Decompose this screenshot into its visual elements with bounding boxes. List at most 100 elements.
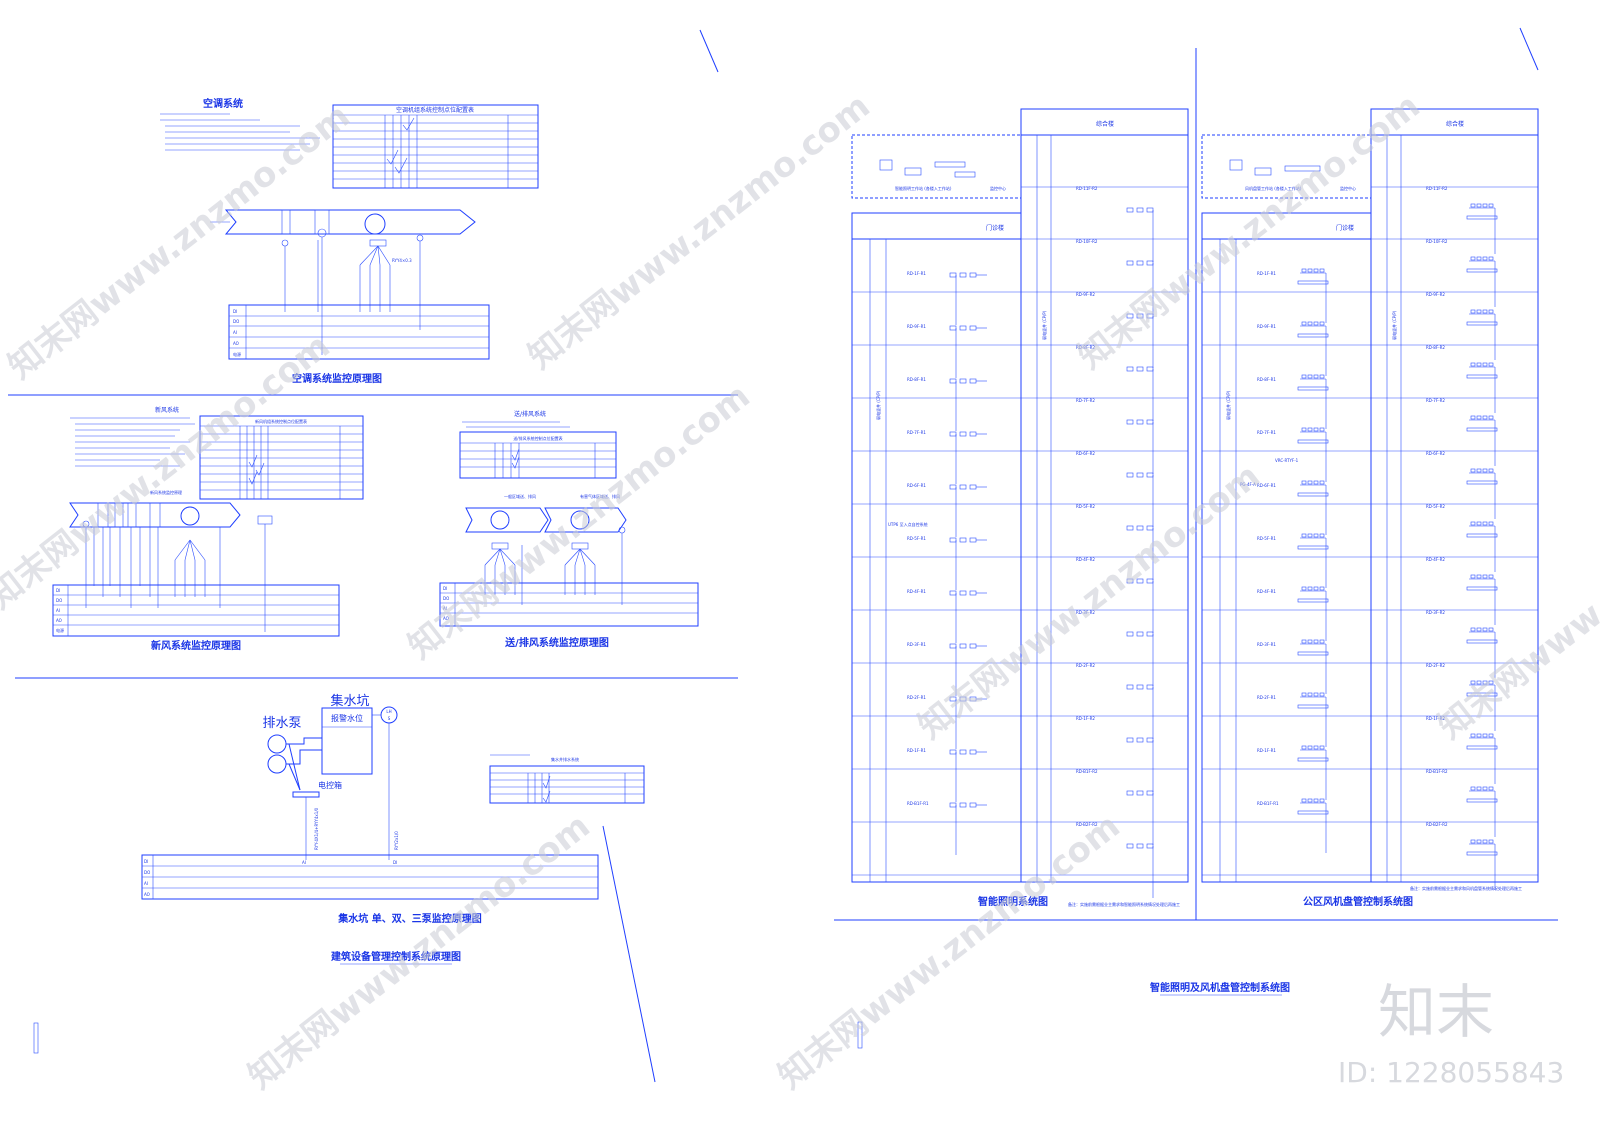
lighting-clinic-floor-label: RD-B1F-R1 (907, 801, 929, 806)
fancoil-clinic-floor-label: RD-1F-R1 (1257, 271, 1276, 276)
sump-cable-a: RYY-4X1/4+RYY4x1/0 (314, 807, 319, 850)
watermark-layer: 知末网www.znzmo.com 知末网www.znzmo.com 知末网www… (0, 86, 1600, 1097)
lighting-module (949, 802, 957, 808)
exhaust-wiring (484, 533, 623, 605)
fancoil-thermostat (1301, 480, 1307, 485)
fancoil-main-floor-label: RD-4F-R2 (1426, 557, 1445, 562)
fancoil-thermostat (1319, 745, 1325, 750)
fancoil-thermostat (1476, 203, 1482, 208)
lighting-clinic-riser: 弱电竖井 (CP/P) (875, 390, 881, 420)
brand-logo: 知末 (1378, 978, 1494, 1046)
lighting-module (1146, 737, 1154, 743)
fresh-air-note-title: 新风系统 (155, 406, 179, 414)
lighting-control-center-box (851, 134, 1022, 199)
fancoil-thermostat (1476, 362, 1482, 367)
right-title-block-mark (857, 1021, 863, 1049)
fancoil-controller (1297, 333, 1329, 338)
lighting-ws-caption: 智能照明工作站 (各楼入工作站) (895, 185, 952, 191)
lighting-module (1126, 313, 1134, 319)
lighting-clinic-floor-label: RD-2F-R1 (907, 695, 926, 700)
fancoil-thermostat (1313, 639, 1319, 644)
fancoil-clinic-label: 门诊楼 (1336, 224, 1354, 232)
fancoil-thermostat (1470, 415, 1476, 420)
lighting-module (1126, 684, 1134, 690)
sump-pump-2-icon (267, 754, 287, 774)
fancoil-controller (1466, 268, 1498, 273)
ac-signal-bus: DI DO AI AO 电源 (228, 304, 490, 360)
left-title-block-mark (33, 1022, 39, 1054)
fancoil-controller (1466, 639, 1498, 644)
fancoil-thermostat (1470, 362, 1476, 367)
lighting-module (1136, 472, 1144, 478)
lighting-module (949, 484, 957, 490)
fancoil-floor-rows: RD-1F-R1RD-9F-R1RD-8F-R1RD-7F-R1RD-6F-R1… (1202, 186, 1538, 890)
right-sheet-title: 智能照明及风机盘管控制系统图 (1150, 981, 1290, 994)
exhaust-signal-bus: DI DO AI AO (439, 582, 699, 627)
fancoil-thermostat (1470, 468, 1476, 473)
ex-row-ao: AO (443, 616, 449, 621)
lighting-module (959, 537, 967, 543)
lighting-module (1146, 366, 1154, 372)
fancoil-thermostat (1313, 427, 1319, 432)
lighting-clinic-floor-label: RD-1F-R1 (907, 271, 926, 276)
lighting-module (949, 643, 957, 649)
fancoil-vav-label: VRC-RTYF-1 (1275, 458, 1299, 463)
fancoil-clinic-floor-label: RD-2F-R1 (1257, 695, 1276, 700)
fresh-air-diagram-title: 新风系统监控原理图 (151, 639, 241, 652)
lighting-module (969, 802, 977, 808)
lighting-note: 备注：实施前需根据业主需求和智能照明系统情况处理后再施工 (1068, 901, 1180, 907)
fancoil-control-center: 监控中心 (1340, 185, 1356, 191)
lighting-module (949, 537, 957, 543)
lighting-module (959, 431, 967, 437)
sump-alarm-label: 报警水位 (331, 713, 363, 723)
fancoil-thermostat (1301, 639, 1307, 644)
fresh-air-notes (70, 417, 195, 467)
fancoil-clinic-floor-label: RD-8F-R1 (1257, 377, 1276, 382)
fancoil-thermostat (1482, 680, 1488, 685)
ac-cable-label: RYY4×0.3 (392, 258, 412, 263)
ac-row-ai: AI (233, 330, 237, 335)
fancoil-controller (1466, 215, 1498, 220)
fa-row-power: 电源 (56, 627, 64, 633)
fancoil-thermostat (1488, 415, 1494, 420)
fancoil-controller (1297, 386, 1329, 391)
fancoil-thermostat (1319, 586, 1325, 591)
fancoil-thermostat (1488, 627, 1494, 632)
fancoil-thermostat (1301, 268, 1307, 273)
fancoil-thermostat (1470, 309, 1476, 314)
lighting-system: 综合楼 门诊楼 智能照明工作站 (各楼入工作站) 监控中心 弱电竖井 (CP/P… (851, 108, 1189, 908)
fancoil-thermostat (1488, 733, 1494, 738)
ac-row-power: 电源 (233, 351, 241, 357)
fancoil-thermostat (1313, 745, 1319, 750)
left-sheet-title: 建筑设备管理控制系统原理图 (330, 950, 461, 963)
sp-row-di: DI (144, 859, 148, 864)
watermark-9: 知末网www.znzmo.com (771, 806, 1128, 1097)
watermark-6: 知末网www.znzmo.com (911, 456, 1268, 747)
fresh-air-wiring (85, 524, 266, 632)
fancoil-thermostat (1476, 521, 1482, 526)
fresh-air-fan-icon (180, 506, 200, 526)
fancoil-thermostat (1307, 374, 1313, 379)
ac-diagram-title: 空调系统监控原理图 (292, 372, 382, 385)
exhaust-fan-b-label: 有害气体区域送、排风 (580, 493, 620, 499)
fancoil-thermostat (1319, 480, 1325, 485)
lighting-clinic-frame (851, 212, 1022, 883)
lighting-diagram-title: 智能照明系统图 (978, 895, 1048, 908)
fresh-air-unit (69, 502, 273, 528)
exhaust-fan-b-icon (570, 510, 590, 530)
lighting-main-floor-label: RD-8F-R2 (1076, 345, 1095, 350)
fancoil-note: 备注：实施前需根据业主需求和风机盘管系统情况处理后再施工 (1410, 885, 1522, 891)
lighting-main-floor-label: RD-2F-R2 (1076, 663, 1095, 668)
ac-note-title: 空调系统 (203, 97, 243, 110)
fancoil-main-floor-label: RD-9F-R2 (1426, 292, 1445, 297)
fancoil-clinic-floor-label: RD-7F-R1 (1257, 430, 1276, 435)
lighting-clinic-floor-label: RD-7F-R1 (907, 430, 926, 435)
lighting-module (1136, 684, 1144, 690)
fancoil-controller (1297, 651, 1329, 656)
fancoil-thermostat (1313, 374, 1319, 379)
lighting-module (1136, 366, 1144, 372)
fancoil-thermostat (1488, 574, 1494, 579)
lighting-module (969, 643, 977, 649)
exhaust-system: 送/排风系统 送/排风系统控制点位配置表 一般区域送、排风 (439, 410, 699, 649)
sump-di-tag: DI (393, 860, 397, 865)
